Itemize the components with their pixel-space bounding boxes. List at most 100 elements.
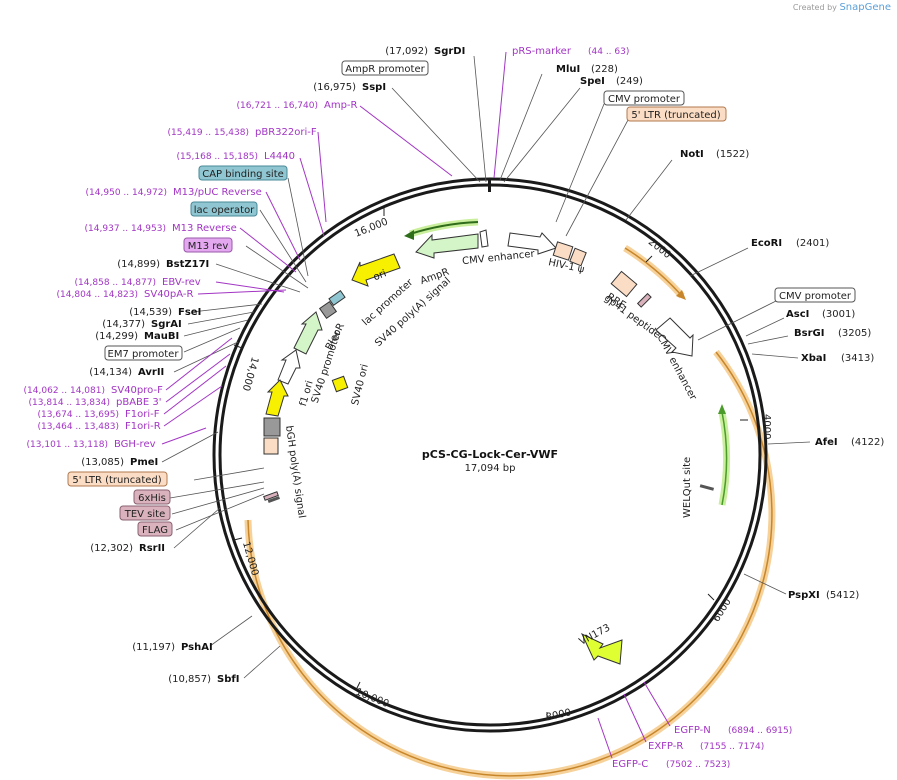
site-pos: (14,299) [95, 331, 138, 342]
primer-pos: (14,804 .. 14,823) [57, 290, 138, 300]
site-pos: (13,085) [81, 457, 124, 468]
site-name: SgrDI [434, 46, 465, 57]
primer-name: SV40pro-F [111, 385, 163, 396]
site-name: EcoRI [751, 238, 782, 249]
primer-name: EBV-rev [162, 277, 201, 288]
site-name: MluI [556, 64, 580, 75]
primer-pos: (13,464 .. 13,483) [38, 422, 119, 432]
primer-name: L4440 [264, 151, 295, 162]
site-name: AscI [786, 309, 809, 320]
primer-name: EXFP-R [648, 741, 683, 752]
primer-lines [161, 51, 671, 759]
orange-arc-large [244, 349, 776, 780]
site-name: RsrII [139, 543, 165, 554]
primer-pos: (15,168 .. 15,185) [177, 152, 258, 162]
site-pos: (3205) [838, 328, 871, 339]
primer-name: pRS-marker [512, 46, 572, 57]
green-arc-top [408, 218, 479, 238]
primer-pos: (13,814 .. 13,834) [29, 398, 110, 408]
site-pos: (10,857) [168, 674, 211, 685]
f1ori-arrow [265, 379, 289, 417]
primer-pos: (14,937 .. 14,953) [85, 224, 166, 234]
site-pos: (17,092) [385, 46, 428, 57]
site-pos: (249) [616, 76, 643, 87]
site-name: SspI [362, 82, 386, 93]
tick-label: 4000 [761, 414, 772, 439]
tick-label: 2000 [646, 237, 673, 261]
primer-pos: (7502 .. 7523) [666, 760, 730, 770]
backbone-outer [212, 177, 768, 733]
site-name: MauBI [144, 331, 179, 342]
primer-name: pBABE 3' [116, 397, 162, 408]
feature-label: ori [372, 268, 388, 283]
site-name: FseI [178, 307, 201, 318]
primer-pos: (6894 .. 6915) [728, 726, 792, 736]
primer-name: F1ori-R [125, 421, 161, 432]
box-label: AmpR promoter [345, 64, 425, 75]
tick-label: 12,000 [240, 540, 260, 577]
primer-pos: (44 .. 63) [588, 47, 629, 57]
primer-pos: (7155 .. 7174) [700, 742, 764, 752]
feature-label: WELQut site [682, 457, 693, 518]
box-label: lac operator [194, 205, 255, 216]
feature-label: bGH poly(A) signal [283, 425, 307, 519]
site-pos: (4122) [851, 437, 884, 448]
box-label: TEV site [124, 509, 166, 520]
box-label: EM7 promoter [108, 349, 180, 360]
primer-name: M13/pUC Reverse [173, 187, 262, 198]
primer-name: F1ori-F [125, 409, 160, 420]
site-pos: (5412) [826, 590, 859, 601]
site-name: PmeI [130, 457, 158, 468]
ampr-arrow [415, 233, 479, 259]
cmv-enhancer-right [655, 317, 694, 357]
tick-label: 8000 [545, 707, 572, 723]
primer-name: BGH-rev [114, 439, 156, 450]
tick-label: 14,000 [240, 355, 260, 392]
site-name: BstZ17I [166, 259, 209, 270]
site-pos: (14,539) [129, 307, 172, 318]
primer-name: EGFP-C [612, 759, 648, 770]
primer-name: pBR322ori-F [255, 127, 317, 138]
site-pos: (16,975) [313, 82, 356, 93]
ori-arrow [351, 253, 401, 287]
plasmid-name: pCS-CG-Lock-Cer-VWF [422, 448, 558, 461]
box-label: FLAG [142, 525, 168, 536]
site-pos: (12,302) [90, 543, 133, 554]
box-label: CMV promoter [779, 291, 852, 302]
site-pos: (228) [591, 64, 618, 75]
feature-label: gp41 peptide [602, 293, 662, 341]
box-label: CAP binding site [202, 169, 284, 180]
box-label: 5' LTR (truncated) [72, 475, 161, 486]
site-labels: (17,092) SgrDI (16,975) SspI (14,899) Bs… [81, 46, 884, 685]
site-pos: (2401) [796, 238, 829, 249]
primer-labels: pRS-marker (44 .. 63) (16,721 .. 16,740)… [24, 46, 793, 770]
primer-pos: (13,674 .. 13,695) [38, 410, 119, 420]
site-name: XbaI [801, 353, 826, 364]
site-name: AvrII [138, 367, 164, 378]
primer-name: SV40pA-R [144, 289, 193, 300]
feature-label: SV40 ori [350, 363, 371, 407]
site-name: PshAI [181, 642, 213, 653]
box-label: 6xHis [138, 493, 166, 504]
plasmid-size: 17,094 bp [465, 463, 516, 474]
primer-pos: (14,950 .. 14,972) [86, 188, 167, 198]
credit-prefix: Created by [792, 3, 837, 12]
boxed-labels: AmpR promoter CMV promoter 5' LTR (trunc… [67, 60, 856, 537]
primer-name: EGFP-N [674, 725, 711, 736]
box-label: M13 rev [188, 241, 229, 252]
site-name: AfeI [815, 437, 838, 448]
primer-name: M13 Reverse [172, 223, 237, 234]
site-name: PspXI [788, 590, 820, 601]
site-pos: (14,899) [117, 259, 160, 270]
site-pos: (1522) [716, 149, 749, 160]
site-name: NotI [680, 149, 704, 160]
box-label: CMV promoter [608, 94, 681, 105]
site-name: SbfI [217, 674, 239, 685]
site-name: SpeI [580, 76, 605, 87]
site-name: BsrGI [794, 328, 824, 339]
vn173-arrow [580, 632, 623, 665]
primer-pos: (14,858 .. 14,877) [75, 278, 156, 288]
snapgene-credit: Created by SnapGene [793, 2, 891, 13]
primer-pos: (13,101 .. 13,118) [27, 440, 108, 450]
site-pos: (14,377) [102, 319, 145, 330]
